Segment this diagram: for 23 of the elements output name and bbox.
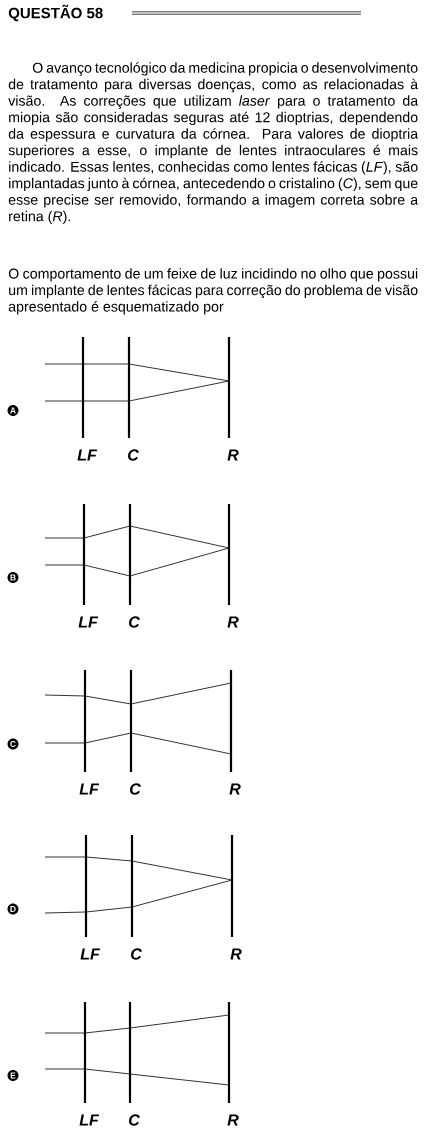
lens-label: R xyxy=(230,948,242,960)
lens-label: R xyxy=(227,449,239,461)
option-badge: A xyxy=(7,405,19,416)
lens-label: LF xyxy=(79,1114,100,1126)
option-badge: B xyxy=(7,572,19,583)
lens-label: C xyxy=(129,616,140,628)
lens-label: C xyxy=(128,449,139,461)
lens-label: R xyxy=(227,1114,239,1126)
option-badge: C xyxy=(7,738,19,750)
lens-label: C xyxy=(130,783,141,795)
option-badge: D xyxy=(7,903,19,915)
lens-label: R xyxy=(227,616,239,628)
lens-label: R xyxy=(229,783,241,795)
paragraph: O avanço tecnológico da medicina propicia o desenvolvimento de tratamento para diversas doenças, como as relacionadas à visão. As correções que utilizam laser para o tratamento da miopia são consideradas seguras até 12 dioptrias, dependendo da espessura e curvatura da córnea. Para valores de dioptria superiores a esse, o implante de lentes intraoculares é mais indicado. Essas lentes, conhecidas como lentes fácicas (LF), são implantadas junto à córnea, antecedendo o cristalino (C), sem que esse precise ser removido, formando a imagem correta sobre a retina (R). xyxy=(8,62,419,225)
lens-label: C xyxy=(131,948,142,960)
lens-label: LF xyxy=(80,948,101,960)
lens-label: LF xyxy=(79,783,100,795)
lens-label: LF xyxy=(77,449,98,461)
paragraph: O comportamento de um feixe de luz incidindo no olho que possui um implante de lentes fácicas para correção do problema de visão apresentado é esquematizado por xyxy=(8,268,418,315)
title: QUESTÃO 58 xyxy=(8,4,103,22)
option-badge: E xyxy=(7,1070,19,1081)
lens-label: C xyxy=(129,1114,140,1126)
lens-label: LF xyxy=(78,616,99,628)
